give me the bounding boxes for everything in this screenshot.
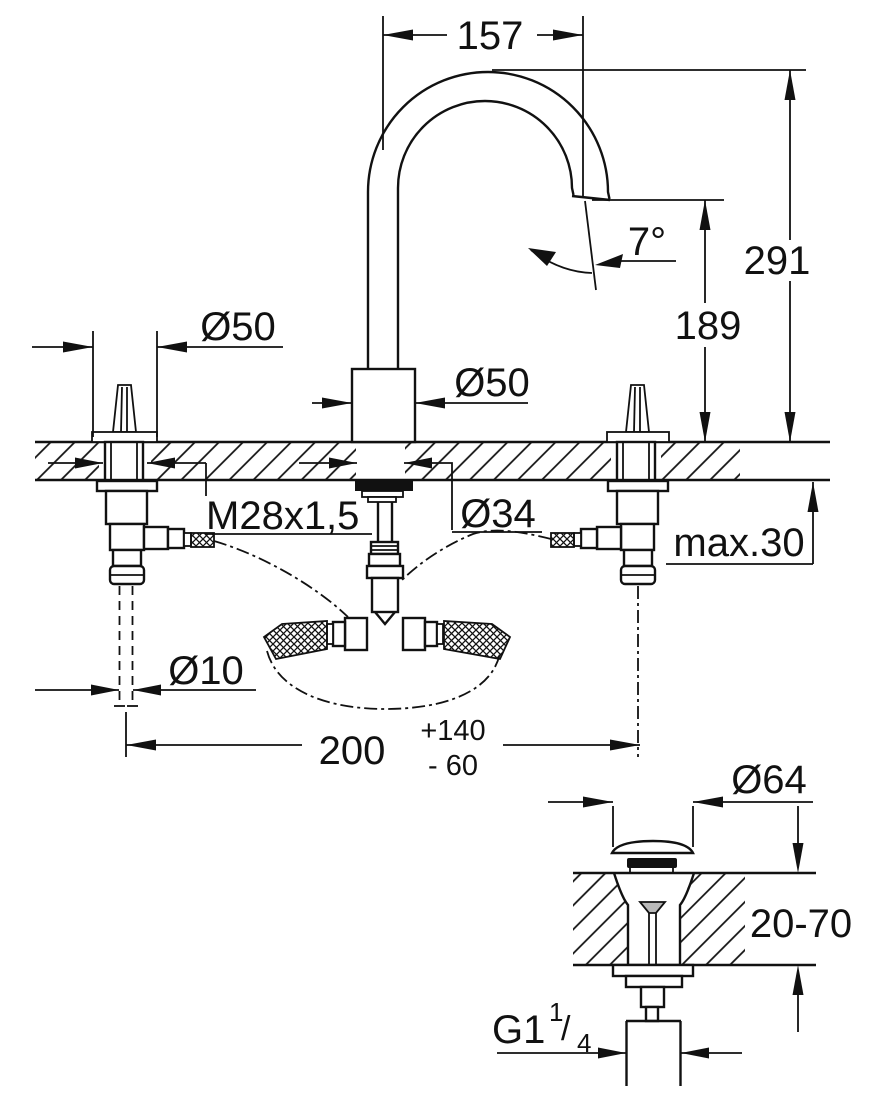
right-valve <box>550 384 670 757</box>
dimension-shank-thread: M28x1,5 <box>48 457 372 538</box>
dim-shank-thread-text: M28x1,5 <box>206 494 359 538</box>
left-valve <box>91 384 215 707</box>
dimension-handle-dia: Ø50 <box>32 305 283 437</box>
dim-hole-spacing-plus: +140 <box>420 715 485 747</box>
dim-spout-reach-text: 157 <box>457 14 524 58</box>
dim-waste-thread-sub: 4 <box>577 1028 591 1058</box>
dimension-height-total: 291 <box>492 69 811 442</box>
dimension-waste-flange: Ø64 <box>548 758 813 847</box>
dimension-waste-thread: G1 1 / 4 <box>492 997 742 1059</box>
dimension-deck-thickness: max.30 <box>666 482 819 565</box>
dimension-spout-reach: 157 <box>382 14 584 196</box>
dim-handle-dia-text: Ø50 <box>200 305 276 349</box>
dimension-spout-base-dia: Ø50 <box>312 361 530 409</box>
dim-deck-thickness-text: max.30 <box>673 521 804 565</box>
dim-height-outlet-text: 189 <box>675 304 742 348</box>
dim-waste-thread-slash: / <box>561 1010 571 1048</box>
countertop-section <box>35 440 830 482</box>
dim-waste-deck-range-text: 20-70 <box>750 902 852 946</box>
dim-supply-pipe-text: Ø10 <box>168 649 244 693</box>
hose-left <box>213 540 349 618</box>
dim-deck-hole-text: Ø34 <box>460 492 536 536</box>
dimension-waste-deck-range: 20-70 <box>750 806 852 1032</box>
dim-waste-flange-text: Ø64 <box>731 758 807 802</box>
outlet-angle-line <box>584 200 597 291</box>
annotation-outlet-angle: 7° <box>528 220 676 274</box>
dim-waste-thread-sup: 1 <box>549 997 563 1027</box>
dim-height-total-text: 291 <box>744 239 811 283</box>
hose-loop <box>266 650 501 710</box>
center-shank-tee <box>213 481 552 710</box>
dim-hole-spacing-text: 200 <box>319 729 386 773</box>
dim-hole-spacing-minus: - 60 <box>428 750 478 782</box>
dim-outlet-angle-text: 7° <box>628 220 666 264</box>
dimension-hole-spacing: 200 +140 - 60 <box>125 712 640 782</box>
waste-detail <box>573 839 816 1086</box>
dimension-height-outlet: 189 <box>592 199 742 442</box>
hose-right <box>400 529 552 582</box>
dim-spout-base-dia-text: Ø50 <box>454 361 530 405</box>
dim-waste-thread-base: G1 <box>492 1008 545 1052</box>
dimension-deck-hole: Ø34 <box>299 457 542 536</box>
dimension-supply-pipe: Ø10 <box>35 649 256 696</box>
